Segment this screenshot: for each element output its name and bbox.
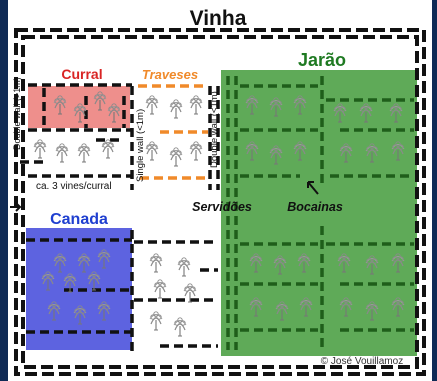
canada-label: Canada (50, 211, 108, 228)
curral-walls (20, 83, 132, 178)
traveses-label: Traveses (142, 67, 198, 82)
curral-label: Curral (61, 66, 102, 82)
outer-wall (14, 28, 426, 376)
vines-per-curral-note: ca. 3 vines/curral (36, 181, 112, 192)
jarao-walls (226, 76, 414, 350)
arrow-pointer-icon (307, 181, 319, 195)
jarao-zone (221, 70, 417, 356)
single-wall-label: Single wall (<1m) (135, 109, 146, 182)
double-wall-mid-label: Double wall (<1m) (209, 91, 220, 168)
canada-walls (26, 230, 134, 352)
entry-arrow-icon (10, 202, 22, 212)
servidoes-label: Servidões (192, 200, 252, 214)
credit-label: © José Vouillamoz (321, 356, 403, 367)
bocainas-label: Bocainas (287, 200, 343, 214)
traveses-walls (138, 84, 208, 180)
center-walls (130, 86, 220, 348)
double-wall-left-label: Double wall (>1m) (12, 77, 22, 150)
jarao-label: Jarão (298, 50, 346, 70)
page-title: Vinha (190, 7, 247, 30)
